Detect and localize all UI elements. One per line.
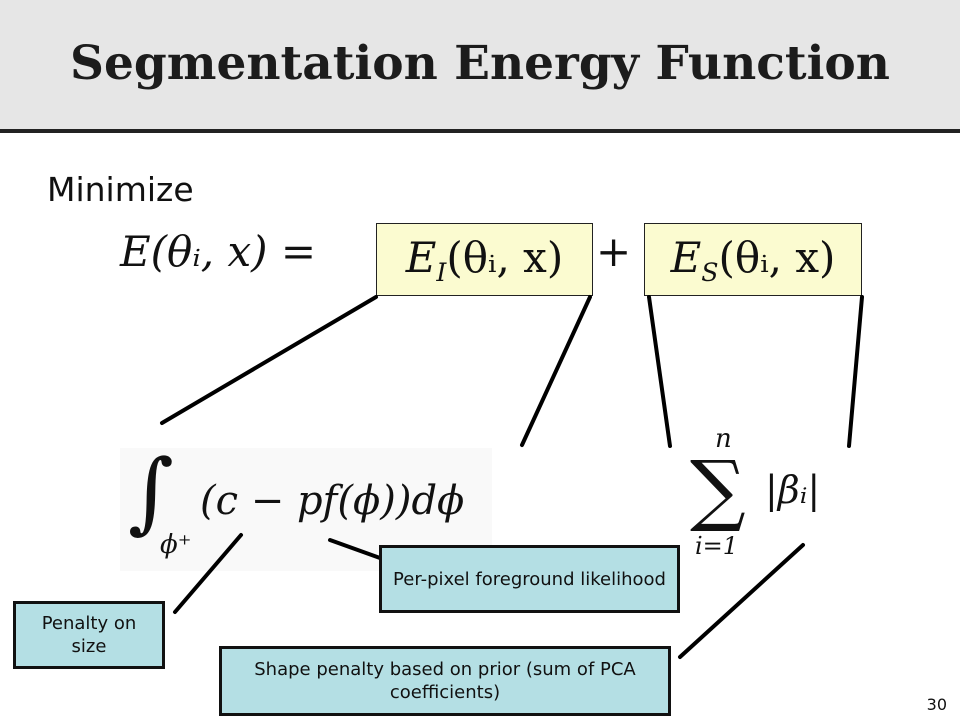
page-number: 30 bbox=[926, 695, 947, 714]
image-term-args: (θᵢ, x) bbox=[446, 232, 564, 282]
connector-image-left bbox=[160, 295, 378, 425]
callout-shape-penalty: Shape penalty based on prior (sum of PCA… bbox=[219, 646, 671, 716]
image-term-box: EI(θᵢ, x) bbox=[376, 223, 593, 296]
slide-title: Segmentation Energy Function bbox=[70, 36, 890, 91]
image-term: EI(θᵢ, x) bbox=[406, 233, 564, 287]
connector-shape-right bbox=[847, 295, 864, 448]
integral-lower-limit: ϕ⁺ bbox=[160, 530, 192, 560]
callout-size-penalty: Penalty on size bbox=[13, 601, 165, 669]
title-band bbox=[0, 0, 960, 133]
integral-sign: ∫ bbox=[128, 440, 174, 543]
image-term-subscript: I bbox=[436, 257, 447, 287]
sum-sign: ∑ bbox=[690, 445, 746, 535]
shape-term-box: ES(θᵢ, x) bbox=[644, 223, 862, 296]
energy-lhs: E(θᵢ, x) = bbox=[120, 227, 317, 276]
connector-foreground bbox=[328, 538, 382, 560]
callout-foreground-text: Per-pixel foreground likelihood bbox=[393, 568, 666, 590]
shape-term-symbol: E bbox=[670, 232, 702, 282]
sum-lower-limit: i=1 bbox=[695, 532, 739, 560]
minimize-label: Minimize bbox=[47, 170, 194, 209]
shape-term: ES(θᵢ, x) bbox=[671, 233, 836, 287]
sum-upper-limit: n bbox=[715, 424, 732, 454]
integral-integrand: (c − p𝑓(ϕ))dϕ bbox=[200, 478, 465, 524]
shape-term-subscript: S bbox=[701, 257, 719, 287]
connector-shape-penalty bbox=[678, 543, 805, 659]
connector-shape-left bbox=[647, 295, 672, 448]
connector-size-penalty bbox=[173, 533, 243, 614]
plus-operator: + bbox=[596, 227, 632, 276]
callout-size-text: Penalty on size bbox=[41, 613, 137, 657]
shape-term-args: (θᵢ, x) bbox=[718, 232, 836, 282]
image-term-symbol: E bbox=[405, 232, 437, 282]
connector-image-right bbox=[520, 295, 592, 447]
callout-shape-text: Shape penalty based on prior (sum of PCA… bbox=[254, 659, 636, 703]
callout-foreground-likelihood: Per-pixel foreground likelihood bbox=[379, 545, 680, 613]
sum-body: |βᵢ| bbox=[765, 468, 821, 512]
